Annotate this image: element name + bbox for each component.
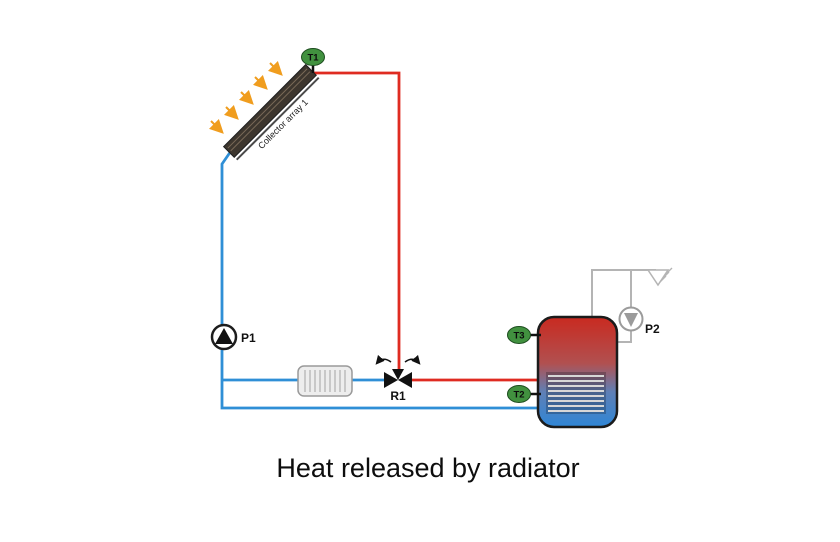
heat-exchanger-zone xyxy=(546,372,606,414)
valve-switch-arrow-left-icon xyxy=(375,354,392,365)
collector-array: Collector array 1 xyxy=(208,60,320,161)
sensor-t2: T2 xyxy=(507,385,541,403)
valve-switch-arrow-right-icon xyxy=(404,354,421,365)
grey-pipe-pump-to-tank xyxy=(618,330,632,343)
tank-loop-piping: P2 xyxy=(591,267,673,343)
storage-tank xyxy=(536,315,619,429)
sun-ray-arrow xyxy=(252,74,268,90)
collector-stripe xyxy=(227,68,308,149)
vent-hatch xyxy=(662,271,670,279)
sensor-t1-body xyxy=(301,48,325,66)
sensor-t3: T3 xyxy=(507,326,541,344)
valve-r1: R1 xyxy=(375,354,421,403)
sensor-t2-label: T2 xyxy=(513,390,524,401)
cold-pipe-main xyxy=(220,150,600,410)
vent-hatch xyxy=(659,275,667,283)
valve-r1-label: R1 xyxy=(390,389,406,403)
valve-top-port-icon xyxy=(392,369,404,380)
collector-panel-group: Collector array 1 xyxy=(222,63,320,161)
sun-ray-arrow xyxy=(208,118,224,134)
pump-p1-label: P1 xyxy=(241,331,256,345)
sun-rays xyxy=(208,60,283,134)
pump-p2-label: P2 xyxy=(645,322,660,336)
sensor-t1: T1 xyxy=(301,48,325,73)
radiator-fins xyxy=(304,370,346,392)
grey-pipe-up-over xyxy=(591,269,631,317)
pump-p2-impeller-icon xyxy=(624,313,638,327)
sensor-t1-label: T1 xyxy=(307,53,319,64)
hot-piping xyxy=(313,71,538,382)
vent-hatch-marks xyxy=(659,267,673,283)
tank-body xyxy=(536,315,619,429)
diagram-caption: Heat released by radiator xyxy=(276,453,579,483)
valve-left-port-icon xyxy=(384,372,398,388)
vent-hatch xyxy=(665,267,673,275)
collector-stripe xyxy=(230,71,311,152)
sensor-t3-label: T3 xyxy=(513,331,524,342)
sun-ray-arrow xyxy=(238,89,254,105)
pump-p1-impeller-icon xyxy=(215,328,233,344)
sensor-t3-body xyxy=(507,326,531,344)
sun-ray-arrow xyxy=(267,60,283,76)
heat-exchanger-coil xyxy=(548,375,604,412)
valve-right-port-icon xyxy=(398,372,412,388)
sun-ray-arrow xyxy=(223,104,239,120)
pump-p1: P1 xyxy=(210,323,256,351)
radiator xyxy=(297,365,353,397)
hot-pipe-collector-to-valve xyxy=(313,71,401,371)
sensor-t2-body xyxy=(507,385,531,403)
collector-frame-line xyxy=(235,76,320,161)
